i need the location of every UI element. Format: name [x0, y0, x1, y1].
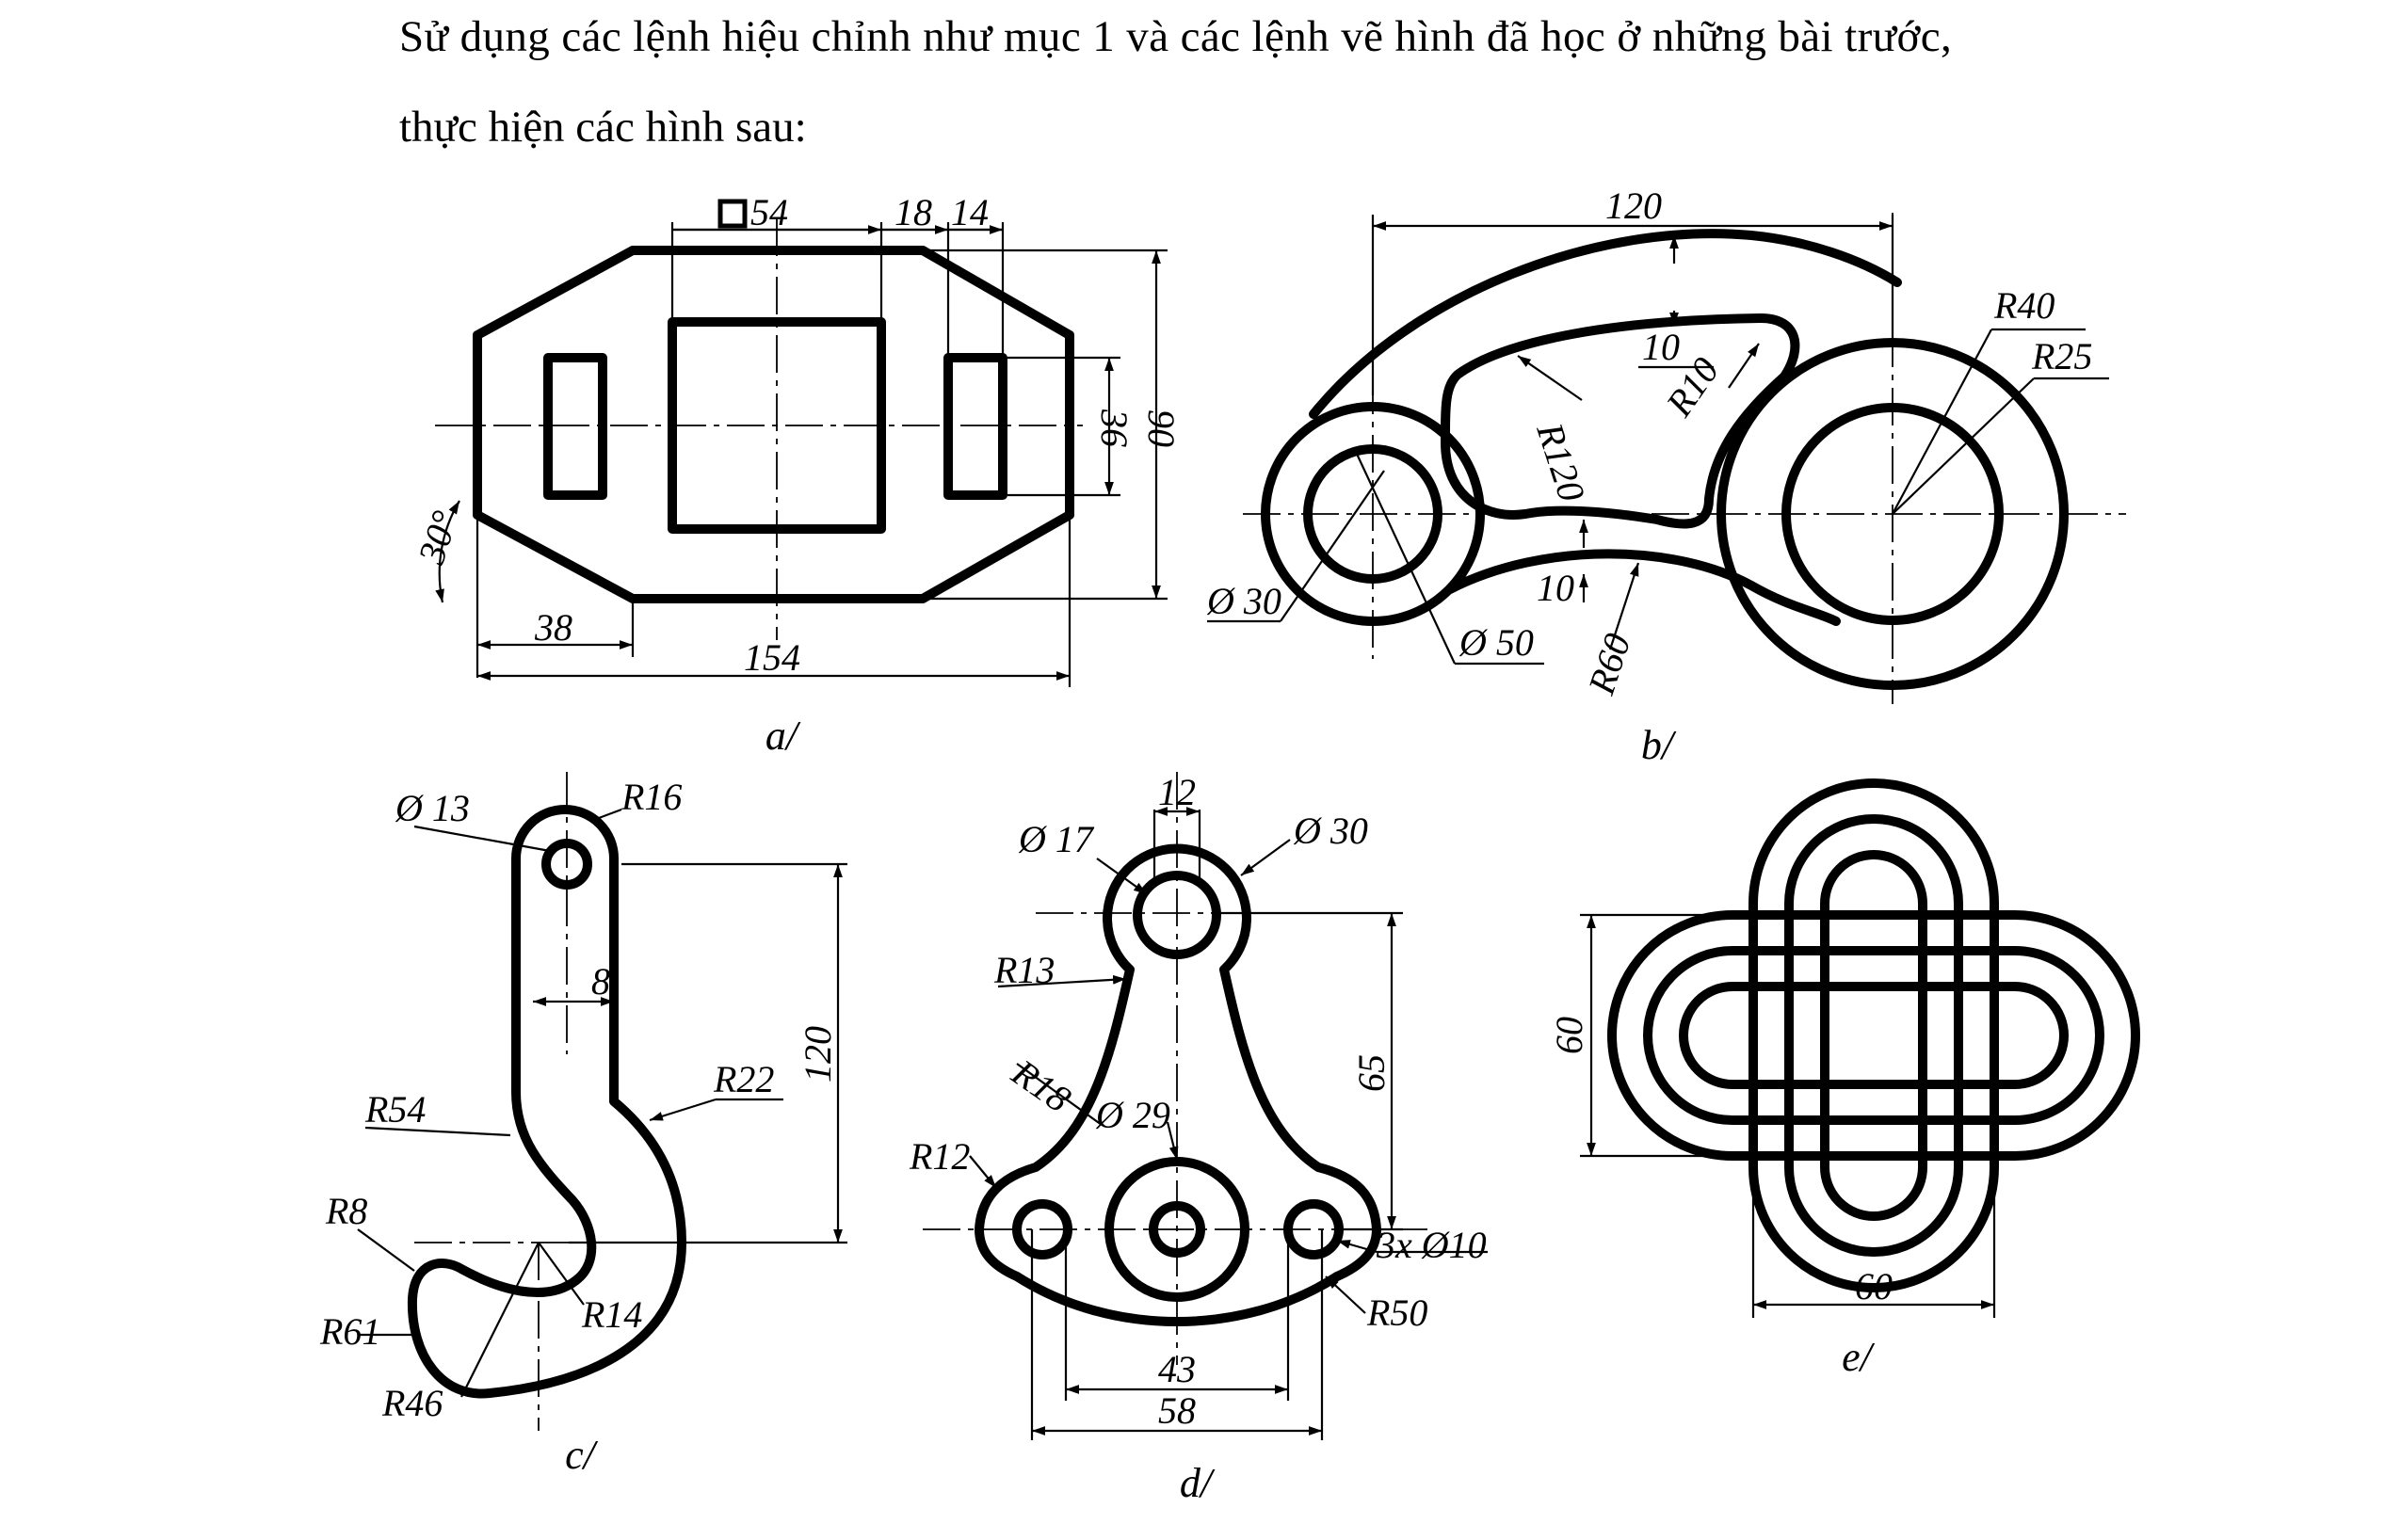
dim-r120: R120 [1528, 417, 1593, 506]
dim-r14: R14 [581, 1293, 642, 1336]
center-boss-hole [1149, 1201, 1205, 1258]
dim-r54: R54 [364, 1088, 426, 1131]
dim-18: 18 [894, 191, 932, 233]
dim-r60: R60 [1579, 629, 1638, 700]
dim-r25: R25 [2031, 335, 2092, 377]
dim-43: 43 [1158, 1348, 1196, 1390]
center-boss-outer [1104, 1157, 1249, 1302]
left-hole [1012, 1199, 1072, 1259]
octagonal-plate-outline [473, 246, 1074, 603]
small-boss-inner [1303, 444, 1442, 584]
dim-r50: R50 [1366, 1291, 1427, 1334]
celtic-knot [1607, 778, 2140, 1292]
figure-e: 60 60 e/ [1548, 778, 2140, 1380]
dim-14: 14 [951, 191, 989, 233]
dim-r16: R16 [620, 776, 682, 818]
dim-r18: R18 [1004, 1051, 1078, 1120]
hook-outline [407, 805, 686, 1399]
dim-3x-d10: 3x Ø10 [1376, 1224, 1487, 1266]
dim-58: 58 [1158, 1389, 1196, 1432]
dim-width-60: 60 [1855, 1265, 1893, 1307]
dim-120: 120 [1605, 184, 1662, 227]
dim-d13: Ø 13 [395, 787, 470, 829]
dim-36: 36 [1093, 409, 1136, 447]
dim-65: 65 [1350, 1054, 1393, 1092]
dim-d17: Ø 17 [1018, 818, 1095, 860]
top-boss-hole [1133, 871, 1221, 959]
dim-d30: Ø 30 [1293, 810, 1368, 852]
large-boss-inner [1781, 403, 2004, 625]
figure-a: 54 18 14 36 90 30° 38 154 a/ [410, 191, 1183, 759]
dim-square-54: 54 [750, 191, 788, 233]
dim-angle-30: 30° [410, 505, 466, 569]
inner-window [1441, 313, 1800, 529]
dim-gap-top-10: 10 [1642, 326, 1680, 368]
figure-b: 120 R40 R25 10 R120 R10 10 R60 Ø 30 Ø 50… [1206, 184, 2126, 768]
center-square-hole [668, 317, 886, 534]
dim-height-60: 60 [1548, 1017, 1590, 1054]
bracket-outline [975, 843, 1381, 1326]
left-slot [543, 353, 607, 500]
hook-eye-hole [541, 839, 592, 890]
figure-c: Ø 13 R16 120 8 R54 R22 R8 R61 R14 R46 c/ [319, 772, 847, 1478]
instruction-text: Sử dụng các lệnh hiệu chỉnh như mục 1 và… [0, 0, 2401, 188]
large-boss-outer [1716, 338, 2069, 690]
dim-154: 154 [744, 636, 800, 679]
dim-gap-bottom-10: 10 [1537, 567, 1574, 609]
caption-e: e/ [1842, 1334, 1876, 1380]
instruction-line-1: Sử dụng các lệnh hiệu chỉnh như mục 1 và… [399, 12, 1953, 61]
dim-d30: Ø 30 [1206, 580, 1281, 622]
caption-b: b/ [1641, 722, 1677, 768]
caption-c: c/ [565, 1432, 599, 1478]
square-symbol-icon [717, 199, 748, 229]
figure-d: 12 Ø 17 Ø 30 R13 R18 Ø 29 65 R12 3x Ø10 … [909, 771, 1488, 1506]
dim-d29: Ø 29 [1095, 1094, 1170, 1136]
dim-r46: R46 [381, 1382, 443, 1424]
dim-r40: R40 [1993, 284, 2055, 327]
dim-38: 38 [534, 606, 572, 649]
dim-r12: R12 [909, 1135, 970, 1178]
dim-120: 120 [797, 1026, 839, 1083]
dim-r13: R13 [993, 949, 1055, 991]
dim-r22: R22 [713, 1058, 774, 1100]
right-slot [943, 353, 1007, 500]
instruction-line-2: thực hiện các hình sau: [399, 103, 807, 152]
dim-d50: Ø 50 [1458, 621, 1534, 664]
caption-a: a/ [765, 713, 801, 759]
small-boss-outer [1261, 402, 1485, 626]
dim-90: 90 [1140, 409, 1183, 447]
dim-r61: R61 [319, 1310, 380, 1353]
dim-12: 12 [1158, 771, 1196, 813]
dim-offset-8: 8 [591, 960, 610, 1003]
caption-d: d/ [1180, 1460, 1216, 1506]
crank-outer-outline [1309, 229, 1902, 419]
dim-r8: R8 [325, 1190, 367, 1232]
